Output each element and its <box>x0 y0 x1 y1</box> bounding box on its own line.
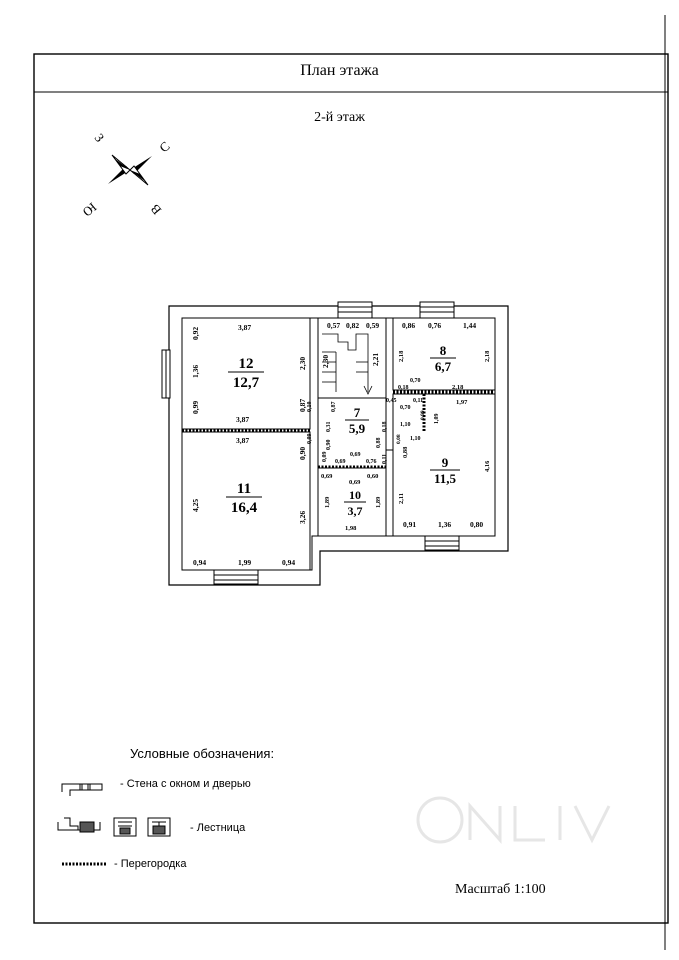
dim-label: 1,89 <box>375 496 382 508</box>
scale-label: Масштаб 1:100 <box>455 882 546 897</box>
dim-label: 4,25 <box>191 499 200 512</box>
room-9-area: 11,5 <box>434 471 457 486</box>
room-9-number: 9 <box>442 455 449 470</box>
dim-label: 0,09 <box>322 452 328 463</box>
dim-label: 0,80 <box>470 520 483 529</box>
dim-label: 0,90 <box>326 440 332 451</box>
outer-frame <box>33 53 669 924</box>
dimension-labels: 3,87 0,92 1,36 0,99 2,30 0,87 3,87 3,87 … <box>191 321 491 567</box>
legend-wall-symbol <box>61 783 103 796</box>
dim-label: 0,10 <box>307 402 313 413</box>
dim-label: 0,94 <box>282 558 295 567</box>
legend-wall-label: - Стена с окном и дверью <box>120 778 251 790</box>
room-10-area: 3,7 <box>348 504 363 518</box>
compass-north: С <box>156 138 172 155</box>
dim-label: 0,90 <box>298 447 307 460</box>
dim-label: 0,57 <box>327 321 340 330</box>
dim-label: 0,94 <box>193 558 206 567</box>
dim-label: 1,98 <box>345 525 357 532</box>
room-11-number: 11 <box>237 481 251 497</box>
legend-stairs-symbol <box>57 817 171 837</box>
compass-south: Ю <box>80 200 100 220</box>
dim-label: 0,99 <box>191 401 200 414</box>
dim-label: 0,09 <box>307 434 313 445</box>
compass-west: З <box>92 130 108 145</box>
dim-label: 0,70 <box>400 405 411 411</box>
dim-label: 1,36 <box>438 520 451 529</box>
room-8-number: 8 <box>440 343 447 358</box>
room-10-number: 10 <box>349 488 361 502</box>
dim-label: 3,87 <box>236 436 249 445</box>
dim-label: 0,18 <box>382 422 388 433</box>
room-7-number: 7 <box>354 405 361 420</box>
dim-label: 3,26 <box>298 511 307 524</box>
dim-label: 1,97 <box>456 399 468 406</box>
dim-label: 0,76 <box>366 459 377 465</box>
room-12-area: 12,7 <box>233 375 260 391</box>
dim-label: 0,99 <box>420 410 426 420</box>
dim-label: 1,10 <box>410 436 421 442</box>
dim-label: 0,60 <box>367 473 378 480</box>
dim-label: 0,91 <box>403 520 416 529</box>
compass-east: В <box>147 201 164 218</box>
dim-label: 0,88 <box>376 438 382 449</box>
dim-label: 2,18 <box>484 350 491 362</box>
room-labels: 12 12,7 11 16,4 7 5,9 8 6,7 9 11,5 10 3,… <box>226 343 460 518</box>
dim-label: 0,69 <box>321 473 333 480</box>
staircase <box>322 333 373 395</box>
legend-title: Условные обозначения: <box>130 746 275 761</box>
dim-label: 0,69 <box>335 459 346 465</box>
dim-label: 0,70 <box>410 378 421 384</box>
dim-label: 2,30 <box>321 355 330 368</box>
dim-label: 0,87 <box>331 402 337 413</box>
dim-label: 2,30 <box>298 357 307 370</box>
dim-label: 1,44 <box>463 321 476 330</box>
dim-label: 0,31 <box>326 422 332 433</box>
dim-label: 1,89 <box>324 496 331 508</box>
dim-label: 0,88 <box>402 446 409 458</box>
room-7-area: 5,9 <box>349 421 366 436</box>
dim-label: 0,08 <box>396 434 402 444</box>
dim-label: 2,18 <box>452 384 464 391</box>
watermark <box>416 796 611 844</box>
dim-label: 0,69 <box>349 479 361 486</box>
room-8-area: 6,7 <box>435 359 452 374</box>
page-title: План этажа <box>300 62 379 79</box>
dim-label: 0,92 <box>191 327 200 340</box>
dim-label: 2,11 <box>398 493 405 504</box>
dim-label: 0,86 <box>402 321 415 330</box>
dim-label: 0,45 <box>386 398 397 404</box>
dim-label: 0,18 <box>398 385 409 391</box>
dim-label: 0,11 <box>413 398 423 404</box>
dim-label: 2,21 <box>371 353 380 366</box>
partitions <box>182 390 495 469</box>
dim-label: 0,69 <box>350 452 361 458</box>
dim-label: 1,09 <box>434 414 440 425</box>
dim-label: 0,76 <box>428 321 441 330</box>
dim-label: 1,99 <box>238 558 251 567</box>
dim-label: 1,10 <box>400 422 411 428</box>
dim-label: 3,87 <box>238 323 251 332</box>
windows <box>161 301 460 585</box>
legend-stairs-label: - Лестница <box>190 822 246 834</box>
dim-label: 1,36 <box>191 365 200 378</box>
dim-label: 3,87 <box>236 415 249 424</box>
compass-rose: С В Ю З <box>80 130 173 220</box>
dim-label: 0,59 <box>366 321 379 330</box>
floor-label: 2-й этаж <box>314 110 365 125</box>
legend-partition-label: - Перегородка <box>114 858 187 870</box>
interior-walls <box>181 317 496 571</box>
dim-label: 4,16 <box>484 460 491 472</box>
dim-label: 0,11 <box>382 454 388 464</box>
dim-label: 0,82 <box>346 321 359 330</box>
room-12-number: 12 <box>239 356 254 372</box>
room-11-area: 16,4 <box>231 500 258 516</box>
dim-label: 0,87 <box>298 399 307 412</box>
dim-label: 2,18 <box>398 350 405 362</box>
